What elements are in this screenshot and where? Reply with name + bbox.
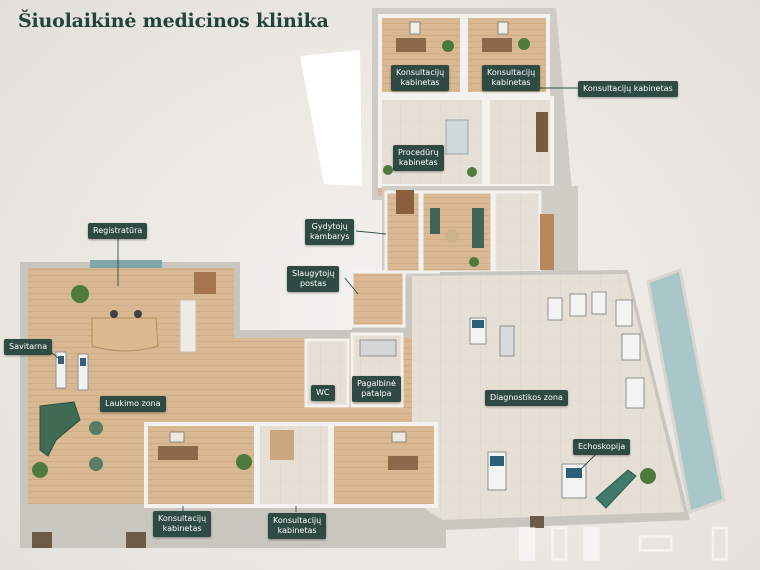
sofa [39,401,81,457]
watermark-logo: ▮▯▮ ▭ ▯ [514,515,740,566]
window-wall [646,267,726,514]
room-consult-bottom-right [330,422,438,508]
glass-wall [300,50,362,186]
label-waiting-area: Laukimo zona [100,396,166,412]
room-nurse [350,270,406,328]
page-title: Šiuolaikinė medicinos klinika [18,10,329,32]
label-wc: WC [311,385,335,401]
label-consult-room-callout: Konsultacijų kabinetas [578,81,678,97]
top-wing [372,8,572,200]
label-reception: Registratūra [88,223,148,239]
reception-desk [91,317,159,352]
diagnostic-equipment [469,291,645,509]
label-diagnostics-zone: Diagnostikos zona [485,390,568,406]
label-self-service: Savitarna [4,339,53,355]
middle-connector [382,186,578,278]
label-ultrasound: Echoskopija [573,439,631,455]
callout-lines [43,87,597,512]
